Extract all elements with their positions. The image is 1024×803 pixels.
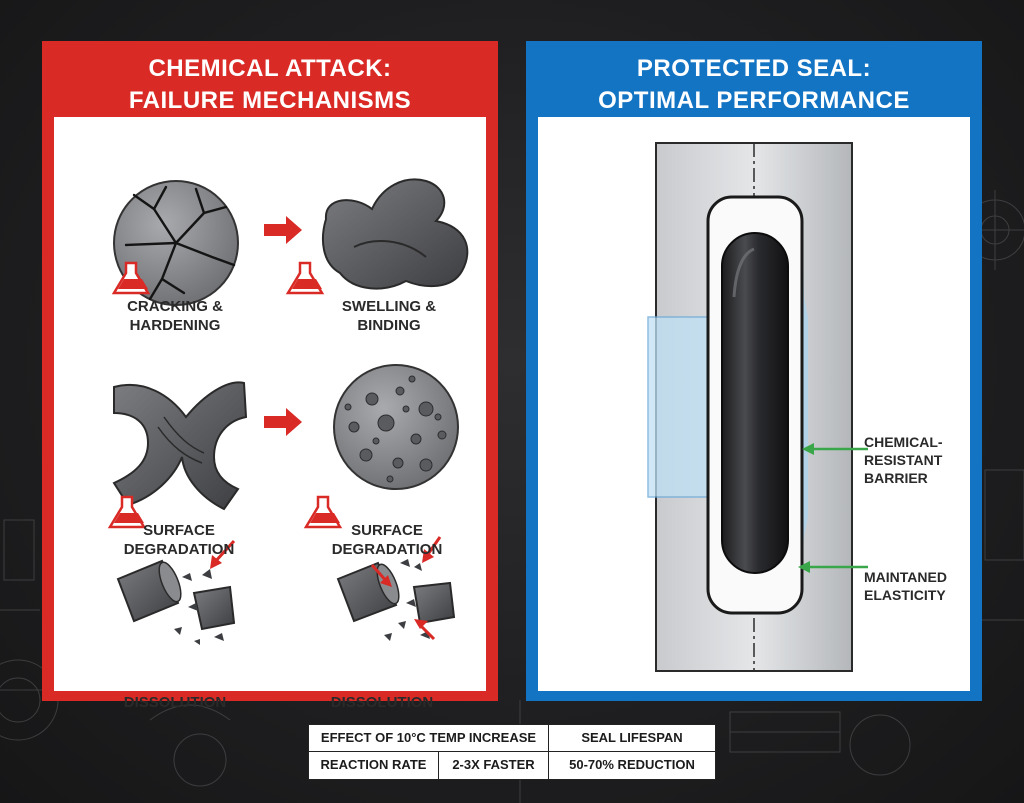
flask-icon	[111, 261, 151, 295]
label-cracking-hardening: CRACKING & HARDENING	[127, 298, 223, 334]
pitted-seal-disk	[333, 364, 459, 490]
arrow-right-icon	[264, 408, 302, 436]
flask-icon	[303, 495, 343, 529]
dissolving-seal-right	[336, 536, 456, 641]
table-header-lifespan: SEAL LIFESPAN	[549, 725, 715, 752]
label-surface-degradation-left: SURFACE DEGRADATION	[123, 522, 235, 558]
protected-seal-panel: PROTECTED SEAL: OPTIMAL PERFORMANCE	[526, 41, 982, 701]
flask-icon	[285, 261, 325, 295]
failure-mechanisms-panel: CHEMICAL ATTACK: FAILURE MECHANISMS	[42, 41, 498, 711]
table-cell-reaction-rate: REACTION RATE	[309, 752, 439, 779]
twisted-seal-shape	[112, 381, 248, 511]
label-surface-degradation-right: SURFACE DEGRADATION	[331, 522, 443, 558]
cracked-seal-disk	[113, 180, 239, 306]
table-header-effect: EFFECT OF 10°C TEMP INCREASE	[309, 725, 549, 752]
callout-maintained-elasticity: MAINTANED ELASTICITY	[864, 569, 947, 603]
failure-panel-body: CRACKING & HARDENING SWELLING & BINDING …	[54, 117, 486, 711]
seal-cross-section	[647, 142, 868, 672]
arrow-pointer-icon	[802, 443, 868, 455]
flask-icon	[107, 495, 147, 529]
arrow-right-icon	[264, 216, 302, 244]
table-cell-reduction: 50-70% REDUCTION	[569, 757, 695, 772]
label-swelling-binding: SWELLING & BINDING	[341, 298, 437, 334]
temperature-effect-table: EFFECT OF 10°C TEMP INCREASE SEAL LIFESP…	[308, 724, 716, 780]
swollen-seal-shape	[321, 178, 469, 290]
dissolving-seal-left	[116, 539, 236, 645]
failure-panel-title: CHEMICAL ATTACK: FAILURE MECHANISMS	[128, 55, 412, 114]
label-dissolution-right: DISSOLUTION	[330, 694, 434, 711]
label-dissolution-left: DISSOLUTION	[123, 694, 227, 711]
callout-chemical-barrier: CHEMICAL- RESISTANT BARRIER	[864, 434, 943, 486]
arrow-pointer-icon	[798, 561, 868, 573]
protected-panel-title: PROTECTED SEAL: OPTIMAL PERFORMANCE	[598, 55, 910, 114]
protected-panel-body	[538, 117, 970, 691]
table-cell-faster: 2-3X FASTER	[439, 752, 549, 779]
failure-illustrations	[107, 178, 469, 645]
